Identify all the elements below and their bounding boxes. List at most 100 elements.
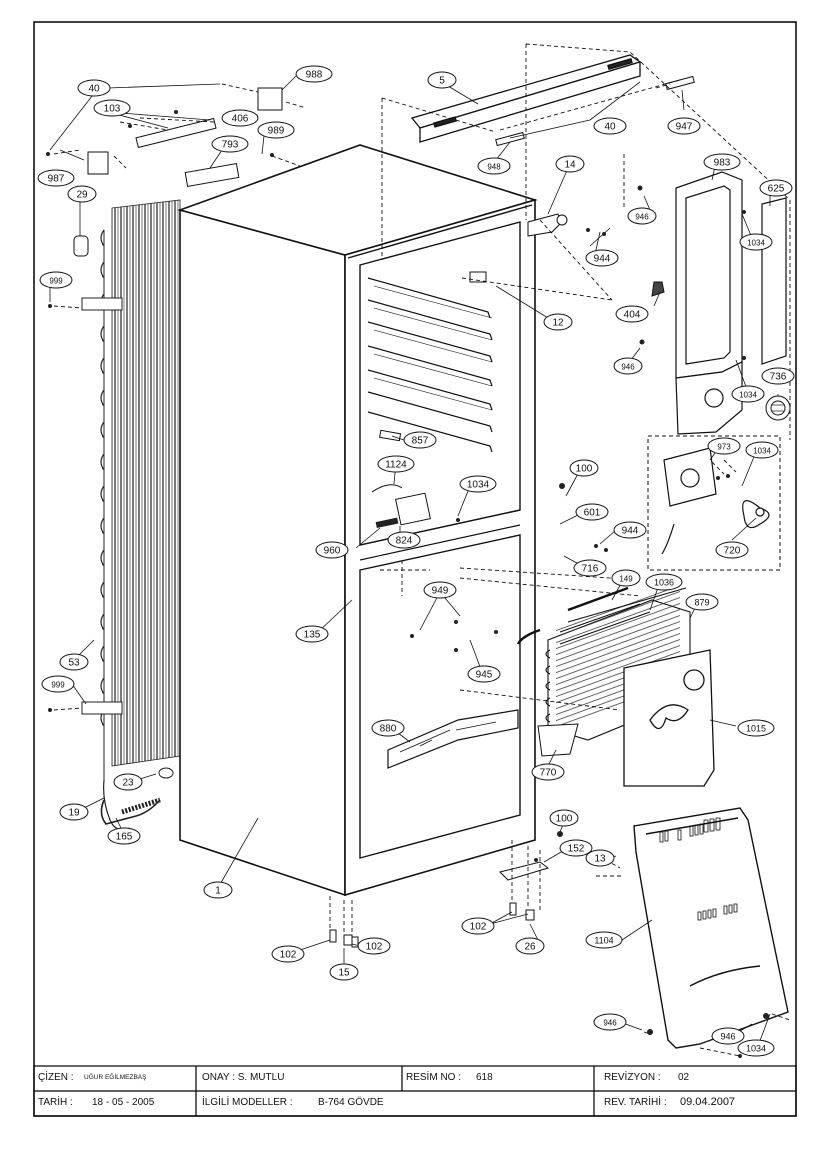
svg-text:1034: 1034 — [467, 480, 490, 491]
condenser-bracket-top — [81, 297, 123, 311]
revision-label: REVİZYON : — [604, 1072, 661, 1083]
callout: 40 — [593, 117, 627, 135]
svg-text:29: 29 — [76, 190, 88, 201]
svg-text:879: 879 — [694, 598, 709, 608]
thermostat-404 — [651, 281, 665, 297]
svg-text:987: 987 — [48, 174, 65, 185]
cover-strip-406 — [135, 117, 217, 149]
svg-text:100: 100 — [556, 814, 573, 825]
svg-text:944: 944 — [622, 526, 639, 537]
drawing-no-label: RESİM NO : — [406, 1072, 462, 1083]
svg-text:23: 23 — [122, 778, 134, 789]
screws — [46, 110, 769, 1058]
condenser-coil — [100, 199, 181, 831]
svg-text:103: 103 — [104, 104, 121, 115]
svg-text:19: 19 — [68, 808, 80, 819]
callout: 960 — [315, 541, 349, 559]
callout: 770 — [531, 763, 565, 781]
callout: 1015 — [737, 719, 775, 737]
svg-text:165: 165 — [116, 832, 133, 843]
title-block — [33, 1065, 797, 1117]
callout: 879 — [685, 593, 719, 611]
drain-cap — [158, 767, 174, 779]
callout: 404 — [615, 305, 649, 323]
svg-text:736: 736 — [770, 372, 787, 383]
svg-text:720: 720 — [724, 546, 741, 557]
sensor-cable — [371, 484, 403, 493]
hinge-block-987 — [87, 151, 109, 175]
callout: 989 — [257, 121, 295, 139]
svg-text:988: 988 — [306, 70, 323, 81]
callout: 1 — [203, 881, 233, 899]
callout: 973 — [707, 437, 741, 455]
drawing-no: 618 — [476, 1072, 493, 1083]
svg-text:13: 13 — [594, 854, 606, 865]
evap-cover-1015 — [623, 649, 715, 787]
callout: 949 — [423, 581, 457, 599]
svg-text:945: 945 — [476, 670, 493, 681]
callout: 1124 — [377, 455, 415, 473]
fan-cover-983 — [675, 171, 743, 435]
bracket-29 — [73, 235, 89, 257]
svg-text:946: 946 — [720, 1032, 735, 1042]
shelf-rails — [367, 277, 493, 453]
svg-text:949: 949 — [432, 586, 449, 597]
top-rail — [410, 54, 642, 143]
feet — [329, 902, 535, 948]
callout: 1034 — [731, 385, 765, 403]
callout: 100 — [549, 809, 579, 827]
svg-text:1015: 1015 — [746, 724, 766, 734]
callout: 102 — [461, 917, 495, 935]
callout: 944 — [585, 249, 619, 267]
callout: 23 — [113, 773, 143, 791]
svg-text:880: 880 — [380, 724, 397, 735]
callout: 945 — [467, 665, 501, 683]
callout: 946 — [627, 207, 657, 225]
shelf-clip — [379, 429, 402, 442]
svg-text:946: 946 — [603, 1019, 617, 1028]
svg-text:149: 149 — [619, 575, 633, 584]
callout: 135 — [295, 625, 329, 643]
drawn-by: UĞUR EĞİLMEZBAŞ — [84, 1074, 147, 1081]
date: 18 - 05 - 2005 — [92, 1097, 155, 1108]
callout: 601 — [575, 503, 609, 521]
svg-text:40: 40 — [88, 84, 100, 95]
back-cover-1104 — [633, 807, 789, 1049]
svg-text:601: 601 — [584, 508, 601, 519]
callout: 1036 — [645, 573, 683, 591]
models-label: İLGİLİ MODELLER : — [202, 1097, 293, 1108]
callout: 947 — [667, 117, 701, 135]
svg-text:26: 26 — [524, 942, 536, 953]
callout: 100 — [569, 459, 599, 477]
svg-text:1036: 1036 — [654, 578, 674, 588]
callout: 53 — [59, 653, 89, 671]
thermostat-bracket — [395, 492, 431, 526]
svg-text:989: 989 — [268, 126, 285, 137]
callout: 987 — [37, 169, 75, 187]
callout: 102 — [271, 945, 305, 963]
callout: 880 — [371, 719, 405, 737]
svg-text:53: 53 — [68, 658, 80, 669]
svg-text:1124: 1124 — [385, 460, 407, 471]
fridge-body — [177, 144, 538, 897]
terminal-793 — [184, 163, 240, 187]
svg-text:102: 102 — [280, 950, 297, 961]
svg-text:152: 152 — [568, 844, 585, 855]
tube-149 — [516, 586, 629, 645]
svg-text:15: 15 — [338, 968, 350, 979]
callout: 716 — [573, 559, 607, 577]
callout: 948 — [477, 157, 511, 175]
cover-vents — [659, 817, 738, 921]
callout: 983 — [703, 153, 741, 171]
fan-motor-973 — [661, 447, 717, 555]
approved-by: ONAY : S. MUTLU — [202, 1072, 285, 1083]
drain-pipe — [100, 799, 161, 825]
svg-text:716: 716 — [582, 564, 599, 575]
svg-text:857: 857 — [412, 436, 429, 447]
callout: 12 — [543, 313, 573, 331]
callout-labels: 40 103 988 406 989 793 987 29 999 5 40 9… — [37, 65, 795, 1057]
callout: 14 — [555, 155, 585, 173]
callout: 149 — [611, 569, 641, 587]
svg-text:1034: 1034 — [753, 447, 771, 456]
svg-text:406: 406 — [232, 114, 249, 125]
